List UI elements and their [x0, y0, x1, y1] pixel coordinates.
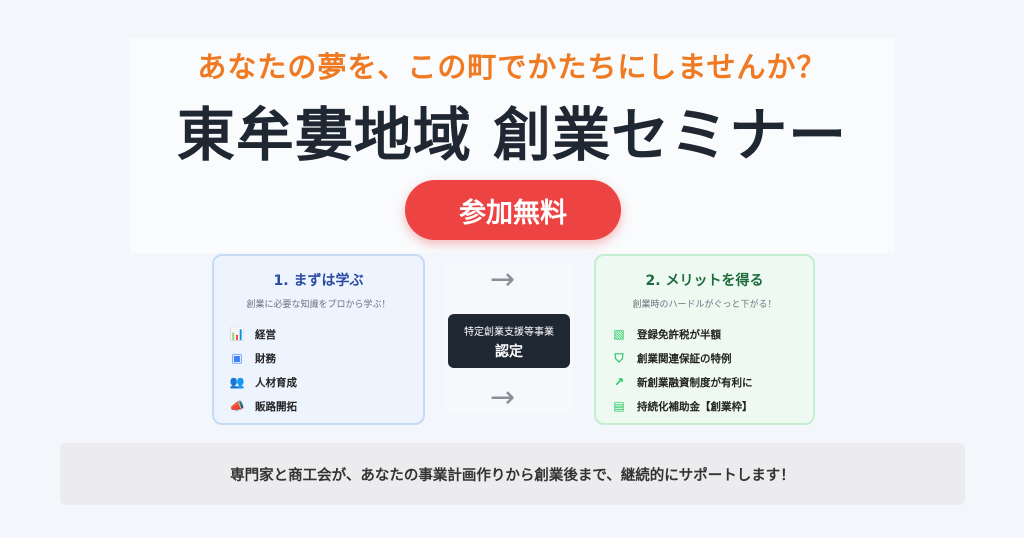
list-item: ↗ 新創業融資制度が有利に — [611, 370, 813, 394]
item-label: 財務 — [255, 352, 276, 365]
page-title: 東牟婁地域 創業セミナー — [176, 101, 848, 169]
receipt-icon: ▧ — [613, 327, 625, 341]
list-item: ▣ 財務 — [229, 346, 423, 370]
bar-chart-icon: 📊 — [229, 327, 245, 341]
subtitle: あなたの夢を、この町でかたちにしませんか？ — [197, 50, 827, 84]
badge-line1: 特定創業支援等事業 — [464, 327, 554, 338]
benefits-card-caption: 創業時のハードルがぐっと下がる！ — [632, 300, 777, 310]
item-label: 持続化補助金【創業枠】 — [637, 400, 753, 413]
item-label: 人材育成 — [255, 376, 297, 389]
list-item: ▧ 登録免許税が半額 — [611, 322, 813, 346]
benefits-card-title: 2. メリットを得る — [645, 273, 764, 289]
money-icon: ▣ — [231, 351, 243, 365]
list-item: ▤ 持続化補助金【創業枠】 — [611, 394, 813, 418]
arrow-right-icon: → — [490, 262, 516, 297]
certification-badge: 特定創業支援等事業 認定 — [448, 314, 570, 368]
learn-card: 1. まずは学ぶ 創業に必要な知識をプロから学ぶ！ 📊経営 ▣財務 👥人材育成 … — [212, 254, 425, 425]
item-label: 新創業融資制度が有利に — [637, 376, 753, 389]
learn-card-caption: 創業に必要な知識をプロから学ぶ！ — [246, 300, 391, 310]
item-label: 経営 — [255, 328, 276, 341]
list-item: 📊 経営 — [229, 322, 423, 346]
shield-check-icon: ⛉ — [614, 350, 624, 365]
benefits-card: 2. メリットを得る 創業時のハードルがぐっと下がる！ ▧ 登録免許税が半額 ⛉ 創… — [594, 254, 815, 425]
list-item: ⛉ 創業関連保証の特例 — [611, 346, 813, 370]
badge-line2: 認定 — [495, 344, 523, 360]
item-label: 創業関連保証の特例 — [637, 352, 732, 365]
item-label: 登録免許税が半額 — [637, 328, 721, 341]
learn-card-title: 1. まずは学ぶ — [273, 273, 364, 289]
support-banner: 専門家と商工会が、あなたの事業計画作りから創業後まで、継続的にサポートします！ — [60, 443, 965, 505]
free-participation-button[interactable]: 参加無料 — [405, 180, 621, 240]
megaphone-icon: 📣 — [229, 399, 245, 413]
subsidy-icon: ▤ — [613, 399, 625, 413]
list-item: 📣 販路開拓 — [229, 394, 423, 418]
item-label: 販路開拓 — [255, 400, 297, 413]
people-icon: 👥 — [229, 375, 245, 389]
list-item: 👥 人材育成 — [229, 370, 423, 394]
trend-up-icon: ↗ — [613, 375, 625, 389]
arrow-right-icon: → — [490, 380, 516, 415]
